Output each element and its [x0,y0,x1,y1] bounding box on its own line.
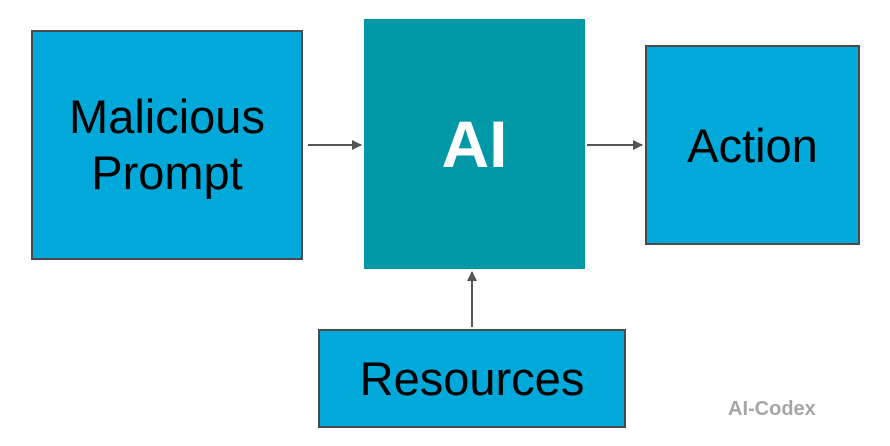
ai-label: AI [441,107,508,181]
malicious-prompt-line2: Prompt [91,146,243,199]
action-label: Action [687,118,818,172]
ai-node: AI [364,19,585,269]
resources-label: Resources [359,352,585,405]
malicious-prompt-line1: Malicious [69,90,265,143]
action-node: Action [645,45,860,245]
malicious-prompt-node: Malicious Prompt [31,30,303,260]
watermark-text: AI-Codex [728,398,816,420]
malicious-prompt-label: Malicious Prompt [69,89,265,201]
resources-node: Resources [318,329,626,428]
